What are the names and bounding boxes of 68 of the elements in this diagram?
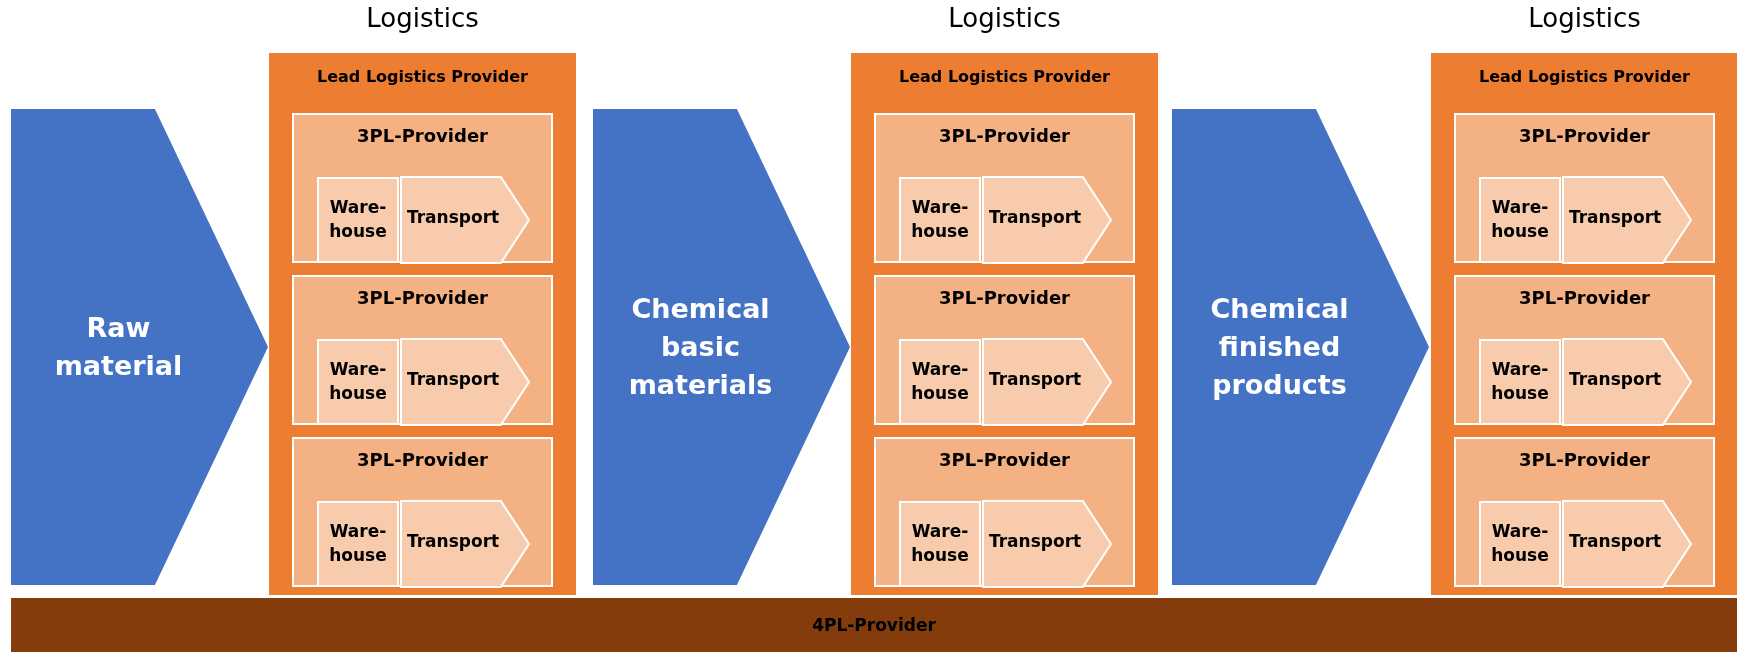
transport-label: Transport — [989, 369, 1082, 389]
provider-card — [292, 113, 553, 263]
warehouse-label: Ware-house — [1490, 358, 1550, 405]
warehouse-label: Ware-house — [328, 358, 388, 405]
warehouse-label: Ware-house — [1490, 520, 1550, 567]
card-title: 3PL-Provider — [356, 449, 489, 470]
transport-label: Transport — [407, 207, 500, 227]
transport-label: Transport — [407, 531, 500, 551]
card-title: 3PL-Provider — [1518, 287, 1651, 308]
heading-text: Logistics — [365, 3, 480, 33]
warehouse-label: Ware-house — [910, 358, 970, 405]
transport-label: Transport — [1569, 207, 1662, 227]
stage-pentagon — [1172, 109, 1429, 585]
warehouse-label: Ware-house — [328, 196, 388, 243]
warehouse-box — [899, 501, 981, 587]
warehouse-label: Ware-house — [328, 520, 388, 567]
provider-card — [292, 437, 553, 587]
card-title: 3PL-Provider — [938, 287, 1071, 308]
warehouse-box — [317, 339, 399, 425]
transport-pentagon — [983, 501, 1111, 587]
transport-pentagon — [401, 501, 529, 587]
stage-pentagon — [11, 109, 268, 585]
heading-text: Logistics — [1527, 3, 1642, 33]
stage-label: Chemical finished products — [1209, 292, 1350, 402]
provider-bar — [11, 598, 1737, 652]
warehouse-box — [1479, 177, 1561, 263]
warehouse-box — [1479, 501, 1561, 587]
transport-label: Transport — [989, 207, 1082, 227]
stage-label: Chemical basic materials — [627, 292, 774, 402]
warehouse-box — [1479, 339, 1561, 425]
transport-pentagon — [1563, 339, 1691, 425]
warehouse-label: Ware-house — [1490, 196, 1550, 243]
transport-pentagon — [401, 339, 529, 425]
stage-pentagon — [593, 109, 850, 585]
transport-pentagon — [983, 177, 1111, 263]
provider-card — [874, 275, 1135, 425]
card-title: 3PL-Provider — [938, 125, 1071, 146]
provider-card — [292, 275, 553, 425]
panel-title: Lead Logistics Provider — [316, 67, 529, 86]
card-title: 3PL-Provider — [356, 287, 489, 308]
warehouse-box — [899, 177, 981, 263]
provider-card — [1454, 437, 1715, 587]
warehouse-label: Ware-house — [910, 520, 970, 567]
card-title: 3PL-Provider — [1518, 125, 1651, 146]
heading-text: Logistics — [947, 3, 1062, 33]
bar-label: 4PL-Provider — [812, 615, 936, 635]
warehouse-label: Ware-house — [910, 196, 970, 243]
warehouse-box — [317, 177, 399, 263]
transport-pentagon — [1563, 177, 1691, 263]
provider-card — [874, 113, 1135, 263]
card-title: 3PL-Provider — [356, 125, 489, 146]
transport-label: Transport — [1569, 369, 1662, 389]
stage-label: Raw material — [53, 311, 184, 383]
transport-label: Transport — [989, 531, 1082, 551]
warehouse-box — [899, 339, 981, 425]
provider-card — [874, 437, 1135, 587]
card-title: 3PL-Provider — [938, 449, 1071, 470]
card-title: 3PL-Provider — [1518, 449, 1651, 470]
transport-label: Transport — [407, 369, 500, 389]
warehouse-box — [317, 501, 399, 587]
transport-pentagon — [1563, 501, 1691, 587]
transport-pentagon — [401, 177, 529, 263]
transport-pentagon — [983, 339, 1111, 425]
panel-title: Lead Logistics Provider — [1478, 67, 1691, 86]
transport-label: Transport — [1569, 531, 1662, 551]
panel-title: Lead Logistics Provider — [898, 67, 1111, 86]
provider-card — [1454, 113, 1715, 263]
provider-card — [1454, 275, 1715, 425]
